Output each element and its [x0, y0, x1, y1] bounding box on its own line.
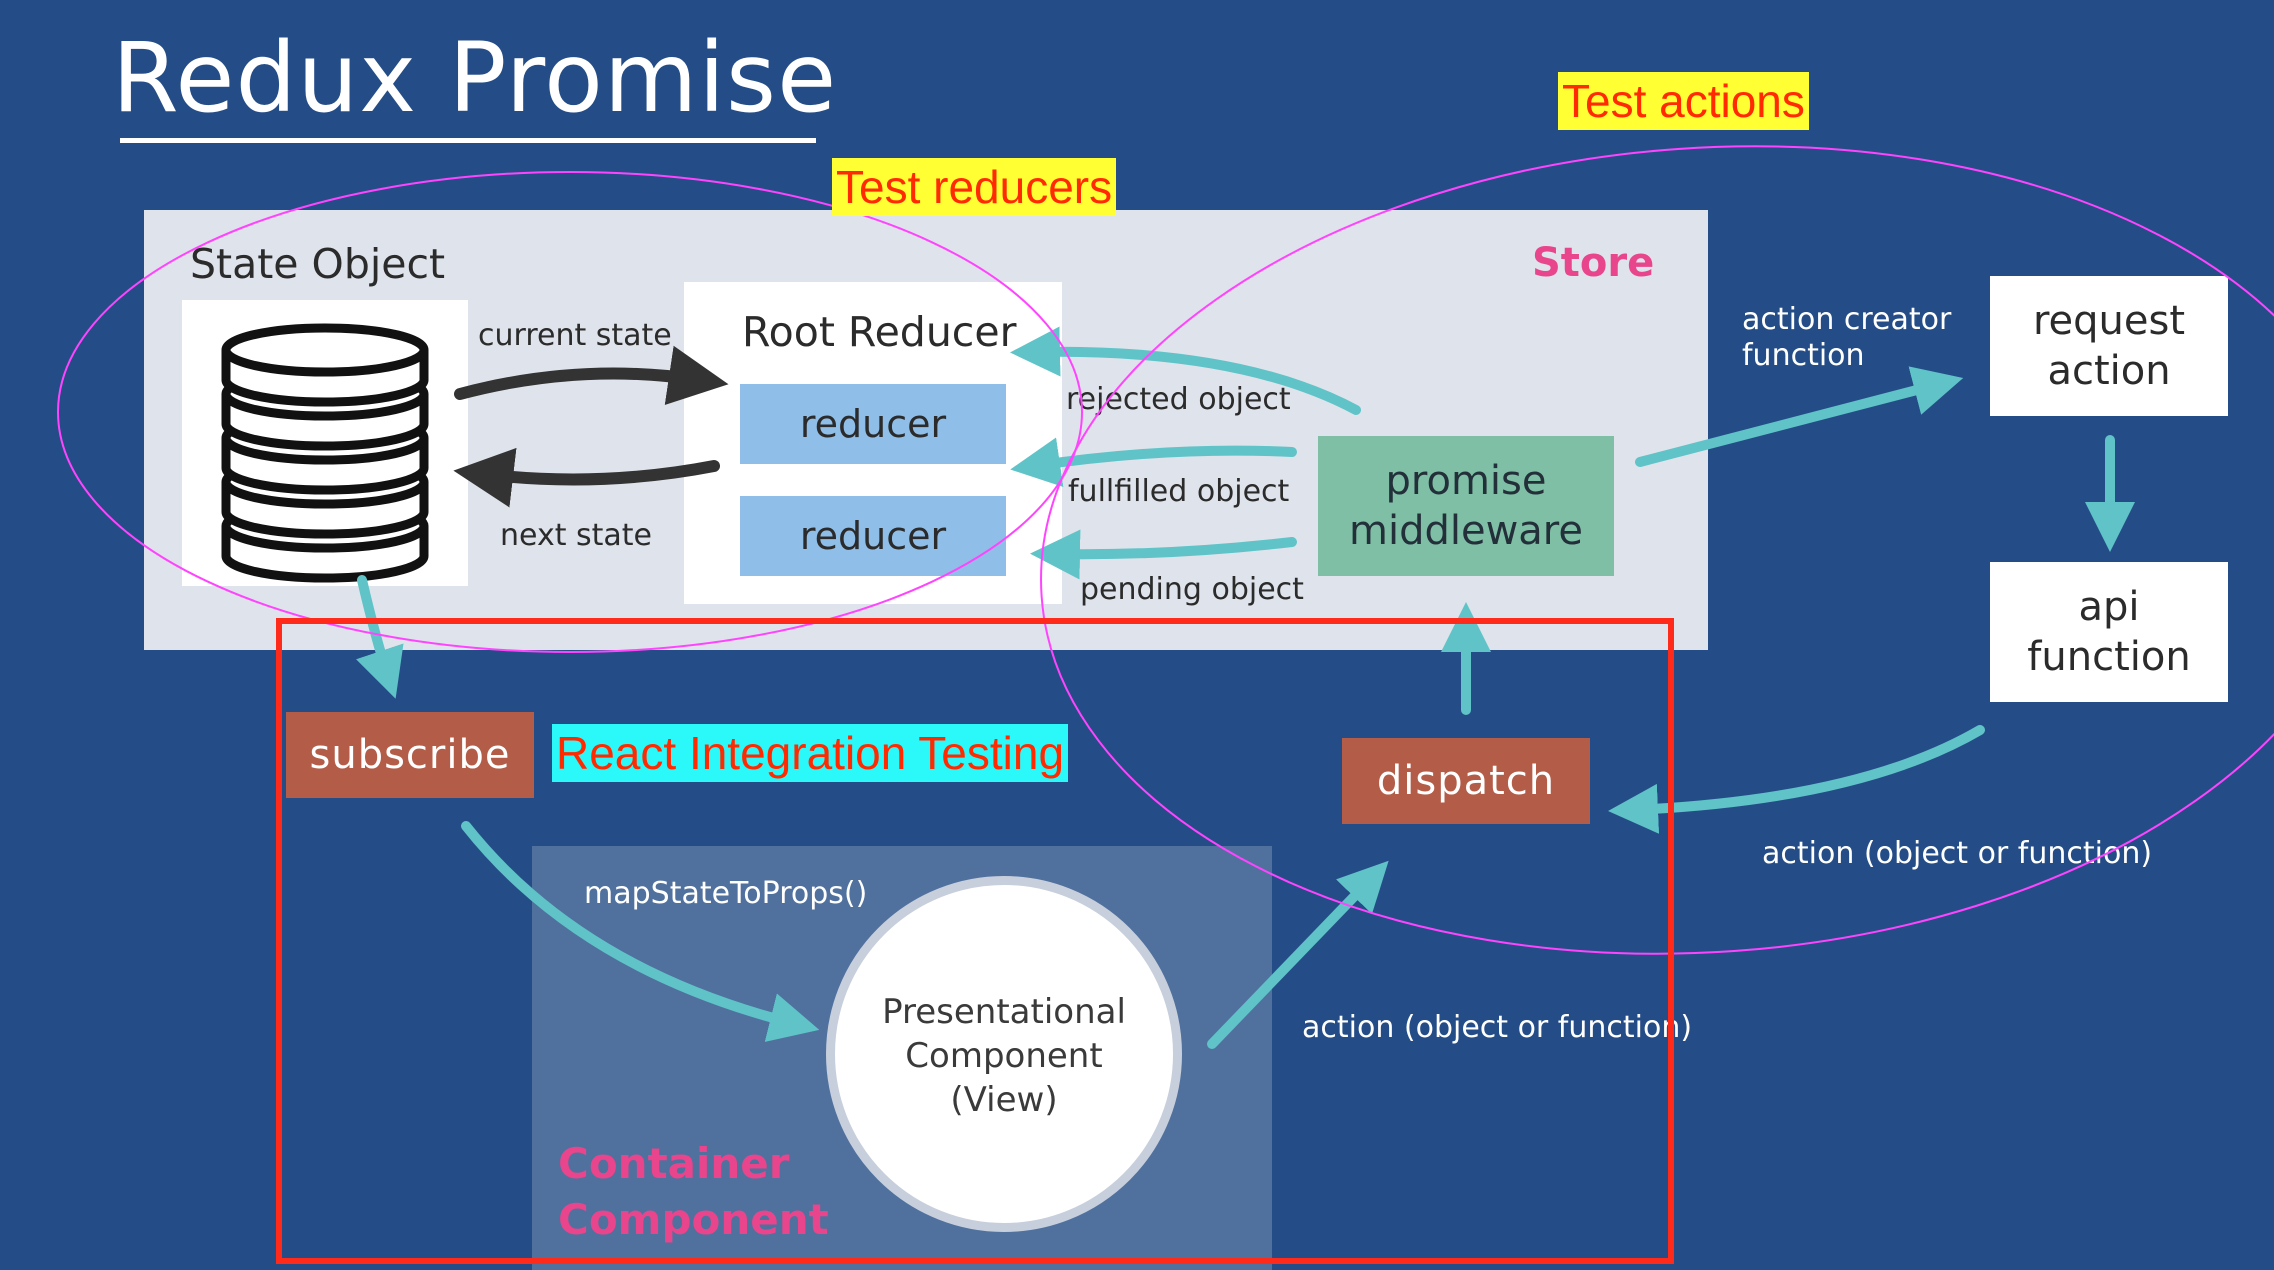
state-object-label: State Object [190, 240, 446, 288]
pres-line-3: (View) [950, 1080, 1058, 1120]
container-line-1: Container [558, 1139, 790, 1188]
api-function-box: api function [1990, 562, 2228, 702]
action-label-right: action (object or function) [1762, 836, 2153, 871]
next-state-arrow [453, 447, 720, 508]
test-actions-ellipse [1040, 145, 2274, 955]
api-to-dispatch-arrow [1608, 725, 1985, 834]
next-state-label: next state [500, 518, 652, 553]
page-title: Redux Promise [112, 22, 838, 134]
promise-middleware-box: promise middleware [1318, 436, 1614, 576]
rejected-arrow [1010, 326, 1361, 415]
fulfilled-arrow [1010, 437, 1297, 487]
action-creator-line-2: function [1742, 338, 1865, 373]
store-label: Store [1532, 240, 1655, 286]
promise-line-2: middleware [1349, 508, 1583, 554]
request-line-2: action [2047, 348, 2171, 394]
title-underline [120, 138, 816, 143]
container-component-label: Container Component [558, 1136, 829, 1248]
test-actions-annotation: Test actions [1558, 72, 1809, 130]
fulfilled-object-label: fullfilled object [1068, 474, 1290, 509]
reducer-box-1: reducer [740, 384, 1006, 464]
react-integration-annotation: React Integration Testing [552, 724, 1069, 782]
rejected-object-label: rejected object [1066, 382, 1291, 417]
subscribe-box: subscribe [286, 712, 534, 798]
current-state-label: current state [478, 318, 672, 353]
container-line-2: Component [558, 1195, 829, 1244]
request-action-box: request action [1990, 276, 2228, 416]
test-reducers-annotation: Test reducers [832, 158, 1117, 216]
presentational-component-label: Presentational Component (View) [826, 990, 1182, 1122]
presentational-component-circle [826, 876, 1182, 1232]
action-creator-line-1: action creator [1742, 302, 1952, 337]
reducer-box-2: reducer [740, 496, 1006, 576]
map-state-to-props-label: mapStateToProps() [584, 876, 868, 911]
action-label-bottom: action (object or function) [1302, 1010, 1693, 1045]
test-reducers-ellipse [57, 171, 1083, 653]
request-line-1: request [2032, 298, 2186, 344]
promise-line-1: promise [1385, 458, 1547, 504]
view-to-dispatch-arrow [1207, 860, 1389, 1049]
pending-object-label: pending object [1080, 572, 1304, 607]
pres-line-2: Component [905, 1036, 1103, 1076]
current-state-arrow [454, 345, 729, 406]
react-integration-rect [276, 618, 1674, 1264]
root-reducer-label: Root Reducer [742, 308, 1017, 356]
pres-line-1: Presentational [882, 992, 1126, 1032]
dispatch-box: dispatch [1342, 738, 1590, 824]
api-line-2: function [2027, 634, 2191, 680]
action-creator-label: action creator function [1742, 302, 1951, 374]
api-line-1: api [2078, 584, 2140, 630]
pending-arrow [1030, 529, 1297, 580]
creator-to-request-arrow [1635, 366, 1964, 467]
state-object-box [182, 300, 468, 586]
subscribe-to-view-arrow [461, 821, 820, 1042]
database-icon [221, 323, 429, 583]
